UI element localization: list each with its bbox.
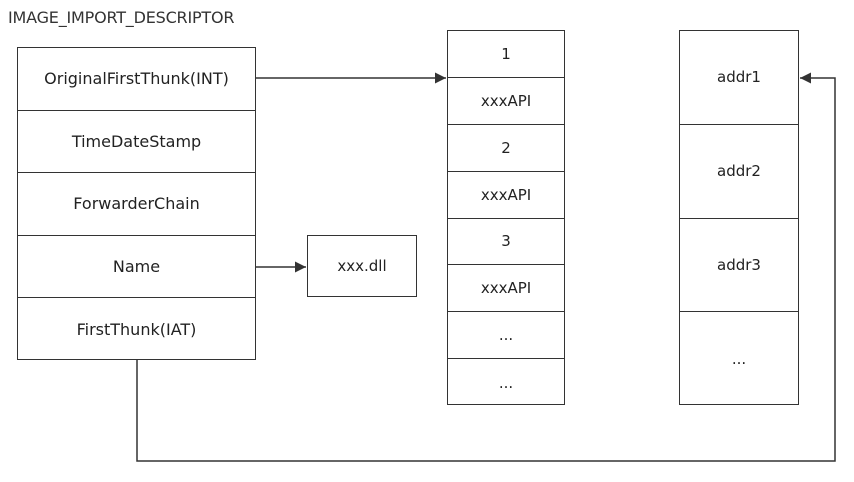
int-entry: 3	[448, 219, 564, 266]
import-descriptor-struct: OriginalFirstThunk(INT) TimeDateStamp Fo…	[17, 47, 256, 360]
field-first-thunk: FirstThunk(IAT)	[76, 320, 197, 340]
iat-entry: addr2	[680, 125, 798, 219]
iat-entry: addr1	[680, 31, 798, 125]
diagram-title: IMAGE_IMPORT_DESCRIPTOR	[8, 8, 235, 27]
int-entry: xxxAPI	[448, 172, 564, 219]
int-entry: 1	[448, 31, 564, 78]
import-name-table: 1 xxxAPI 2 xxxAPI 3 xxxAPI ... ...	[447, 30, 565, 405]
int-entry: xxxAPI	[448, 265, 564, 313]
field-forwarder-chain: ForwarderChain	[18, 173, 255, 236]
int-entry: ...	[448, 312, 564, 360]
field-name: Name	[18, 236, 255, 299]
field-original-first-thunk: OriginalFirstThunk(INT)	[18, 48, 255, 111]
iat-entry: addr3	[680, 219, 798, 313]
import-address-table: addr1 addr2 addr3 ...	[679, 30, 799, 405]
int-entry: 2	[448, 125, 564, 172]
field-time-date-stamp: TimeDateStamp	[18, 111, 255, 174]
int-entry: ...	[498, 373, 514, 392]
dll-name-box: xxx.dll	[307, 235, 417, 297]
int-entry: xxxAPI	[448, 78, 564, 125]
iat-entry: ...	[731, 350, 747, 369]
